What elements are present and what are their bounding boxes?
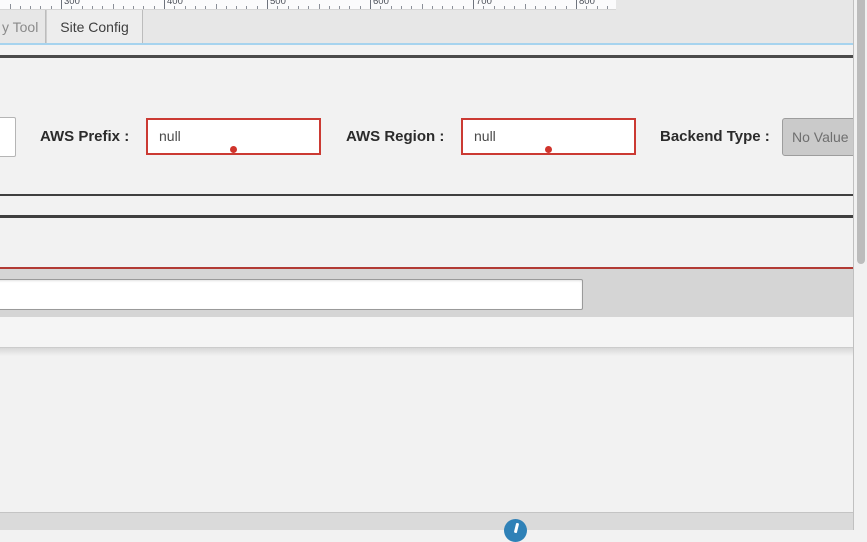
ruler-tick <box>339 6 341 9</box>
ruler-tick <box>71 6 73 9</box>
ruler-tick <box>81 6 83 9</box>
red-divider <box>0 267 853 269</box>
aws-region-error-dot <box>545 146 552 153</box>
ruler-tick <box>328 6 330 9</box>
ruler-tick <box>421 4 423 9</box>
info-circle-button[interactable] <box>504 519 527 542</box>
tab-query-tool[interactable]: y Tool <box>0 10 46 43</box>
ruler-tick <box>380 6 382 9</box>
ruler-tick <box>194 6 196 9</box>
ruler-tick <box>91 6 93 9</box>
tab-site-config-label: Site Config <box>60 18 129 35</box>
ruler-tick <box>112 4 114 9</box>
ruler-tick <box>133 6 135 9</box>
ruler-major-tick <box>473 0 474 9</box>
ruler-label: 400 <box>167 0 183 7</box>
aws-prefix-error-dot <box>230 146 237 153</box>
panel-top-shadow <box>0 347 853 356</box>
ruler-tick <box>318 4 320 9</box>
aws-prefix-label: AWS Prefix : <box>40 128 130 145</box>
ruler-label: 600 <box>373 0 389 7</box>
ruler-tick <box>503 6 505 9</box>
ruler-tick <box>19 6 21 9</box>
ruler-tick <box>205 6 207 9</box>
ruler-tick <box>586 6 588 9</box>
ruler-label: 300 <box>64 0 80 7</box>
cell-edit-input[interactable] <box>0 279 583 310</box>
ruler-tick <box>431 6 433 9</box>
tab-strip: y Tool Site Config <box>0 10 853 43</box>
ruler-tick <box>606 6 608 9</box>
ruler-tick <box>524 4 526 9</box>
ruler-tick <box>308 6 310 9</box>
truncated-left-input[interactable] <box>0 117 16 157</box>
ruler-tick <box>215 4 217 9</box>
ruler-tick <box>287 6 289 9</box>
scrollbar-thumb[interactable] <box>857 0 865 264</box>
ruler-tick <box>102 6 104 9</box>
horizontal-ruler: 300 400 500 600 700 800 <box>0 0 616 10</box>
ruler-major-tick <box>164 0 165 9</box>
ruler-tick <box>442 6 444 9</box>
backend-type-value-box[interactable]: No Value <box>782 118 862 156</box>
ruler-tick <box>514 6 516 9</box>
bottom-status-bar <box>0 512 867 530</box>
toolbar-divider-bar <box>0 55 853 58</box>
ruler-tick <box>9 4 11 9</box>
info-icon <box>513 522 520 534</box>
ruler-tick <box>40 6 42 9</box>
ruler-tick <box>184 6 186 9</box>
ruler-tick <box>493 6 495 9</box>
ruler-major-tick <box>61 0 62 9</box>
ruler-right-fill <box>616 0 853 10</box>
ruler-tick <box>411 6 413 9</box>
ruler-tick <box>153 6 155 9</box>
ruler-tick <box>122 6 124 9</box>
ruler-tick <box>359 6 361 9</box>
tab-site-config[interactable]: Site Config <box>46 10 143 43</box>
ruler-tick <box>174 6 176 9</box>
ruler-tick <box>246 6 248 9</box>
ruler-tick <box>349 6 351 9</box>
ruler-label: 500 <box>270 0 286 7</box>
ruler-tick <box>390 6 392 9</box>
ruler-tick <box>277 6 279 9</box>
ruler-label: 700 <box>476 0 492 7</box>
aws-region-label: AWS Region : <box>346 128 445 145</box>
ruler-tick <box>534 6 536 9</box>
vertical-scrollbar[interactable] <box>853 0 867 530</box>
ruler-tick <box>225 6 227 9</box>
ruler-tick <box>545 6 547 9</box>
ruler-tick <box>256 6 258 9</box>
backend-type-label: Backend Type : <box>660 128 770 145</box>
ruler-label: 800 <box>579 0 595 7</box>
ruler-tick <box>596 6 598 9</box>
ruler-tick <box>452 6 454 9</box>
ruler-tick <box>236 6 238 9</box>
ruler-tick <box>297 6 299 9</box>
ruler-tick <box>555 6 557 9</box>
section-divider-2 <box>0 215 853 218</box>
tab-query-tool-label: y Tool <box>2 18 39 35</box>
tab-accent-line <box>0 43 853 45</box>
ruler-major-tick <box>267 0 268 9</box>
ruler-tick <box>483 6 485 9</box>
section-divider-1 <box>0 194 853 196</box>
ruler-tick <box>143 6 145 9</box>
ruler-major-tick <box>576 0 577 9</box>
ruler-tick <box>30 6 32 9</box>
ruler-tick <box>462 6 464 9</box>
ruler-tick <box>400 6 402 9</box>
ruler-tick <box>565 6 567 9</box>
light-band <box>0 317 853 347</box>
ruler-major-tick <box>370 0 371 9</box>
ruler-tick <box>50 6 52 9</box>
